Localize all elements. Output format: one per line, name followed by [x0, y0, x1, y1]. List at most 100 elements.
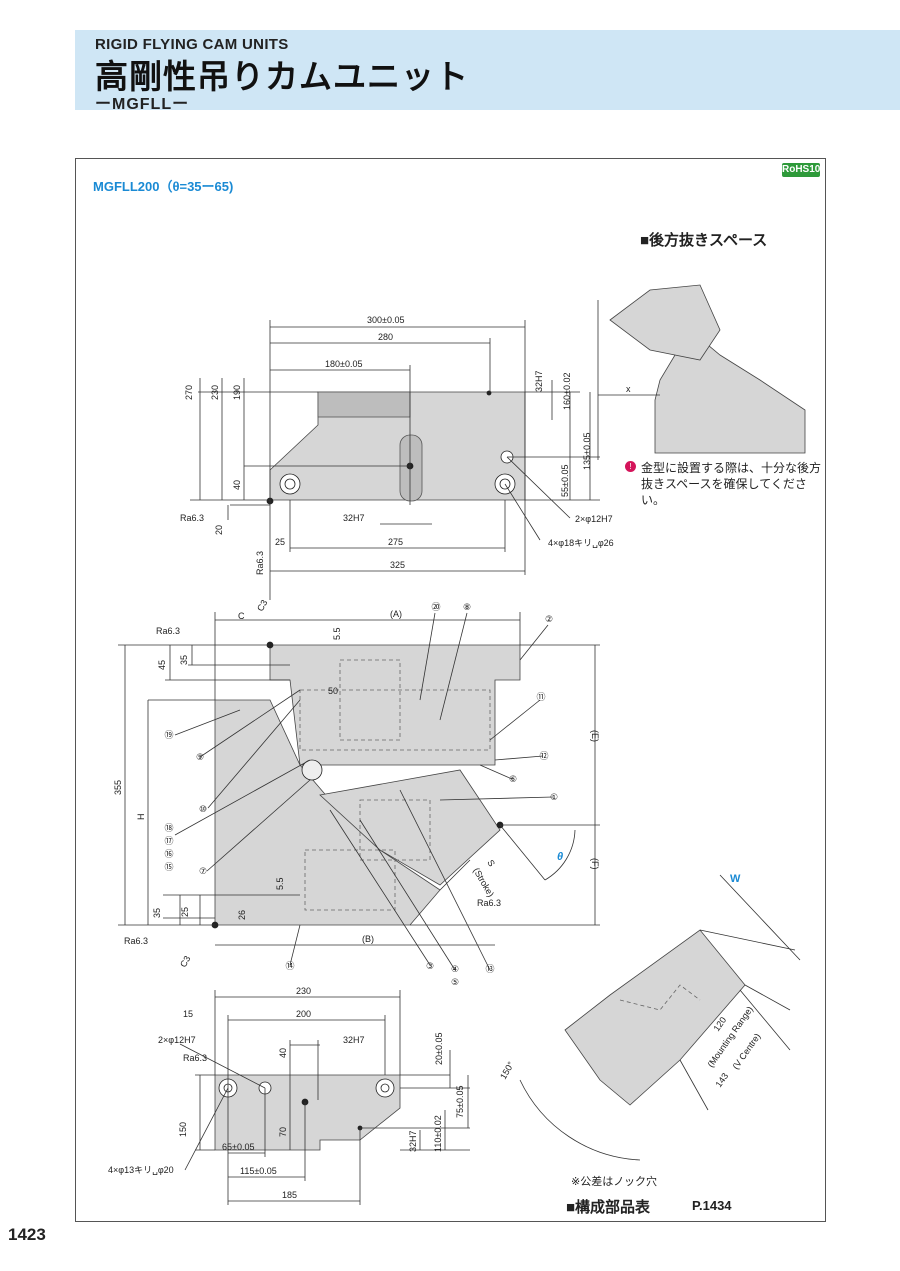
dim-bottom-5: 32H7 [343, 1035, 365, 1045]
dim-front-1: C3 [255, 598, 269, 613]
dim-front-0: C [238, 611, 245, 621]
balloon-17: ④ [451, 964, 459, 974]
caution-icon: ! [625, 461, 636, 472]
dim-front-17: 26 [237, 910, 247, 920]
dim-side-1: 150° [498, 1060, 516, 1081]
dim-front-19: C3 [178, 954, 192, 969]
dim-top-14: 32H7 [343, 513, 365, 523]
dim-top-17: 325 [390, 560, 405, 570]
balloon-13: ⑮ [164, 862, 173, 872]
dim-top-15: 25 [275, 537, 285, 547]
dim-bottom-6: 20±0.05 [434, 1033, 444, 1065]
dim-front-9: (E) [590, 730, 600, 742]
dim-front-15: 35 [152, 908, 162, 918]
dim-top-12: 2×φ12H7 [575, 514, 613, 524]
dim-front-11: S [485, 858, 497, 868]
balloon-11: ⑰ [164, 836, 173, 846]
dim-top-7: 20 [214, 525, 224, 535]
dim-top-0: 300±0.05 [367, 315, 404, 325]
rear-space-outline [609, 284, 806, 454]
dim-bottom-10: 75±0.05 [455, 1086, 465, 1118]
dim-bottom-1: 15 [183, 1009, 193, 1019]
dim-bottom-16: 185 [282, 1190, 297, 1200]
page-subtitle: RIGID FLYING CAM UNITS [95, 36, 289, 53]
dim-top-18: Ra6.3 [180, 513, 204, 523]
dim-front-22: Ra6.3 [477, 898, 501, 908]
page-number: 1423 [8, 1225, 46, 1244]
dim-top-16: 275 [388, 537, 403, 547]
balloon-4: ⑫ [539, 751, 548, 761]
balloon-2: ② [545, 614, 553, 624]
balloon-15: ⑭ [285, 961, 294, 971]
balloon-18: ⑤ [451, 977, 459, 987]
dim-top-11: 55±0.05 [560, 465, 570, 497]
bottom-view-outline [214, 1074, 401, 1151]
dim-top-8: 32H7 [534, 370, 544, 392]
dim-front-3: 5.5 [332, 627, 342, 640]
dim-front-13: θ [557, 851, 563, 863]
balloon-9: ⑩ [199, 804, 207, 814]
dim-bottom-7: Ra6.3 [183, 1053, 207, 1063]
balloon-6: ① [550, 792, 558, 802]
header-band [75, 30, 900, 110]
balloon-10: ⑱ [164, 823, 173, 833]
dim-bottom-3: 2×φ12H7 [158, 1035, 196, 1045]
dim-bottom-12: 110±0.02 [433, 1115, 443, 1152]
parts-table-label: ■構成部品表 [566, 1199, 651, 1216]
side-view-outline [564, 929, 746, 1106]
dim-bottom-8: 150 [178, 1122, 188, 1137]
dim-front-16: 25 [180, 907, 190, 917]
dim-bottom-9: 70 [278, 1127, 288, 1137]
balloon-1: ⑧ [463, 602, 471, 612]
dim-front-21: Ra6.3 [124, 936, 148, 946]
dim-front-18: (B) [362, 934, 374, 944]
dim-bottom-14: 115±0.05 [240, 1166, 277, 1176]
parts-table-ref-link[interactable]: P.1434 [692, 1198, 732, 1213]
balloon-14: ⑦ [199, 866, 207, 876]
tolerance-note: ※公差はノック穴 [571, 1176, 657, 1188]
balloon-5: ⑥ [509, 774, 517, 784]
dim-top-13: 4×φ18キリ␣φ26 [548, 538, 614, 548]
rear-space-title: ■後方抜きスペース [640, 232, 768, 249]
dim-front-2: (A) [390, 609, 402, 619]
balloon-16: ③ [426, 961, 434, 971]
dim-bottom-2: 200 [296, 1009, 311, 1019]
dim-bottom-11: 65±0.05 [222, 1142, 254, 1152]
dim-top-19: Ra6.3 [255, 551, 265, 575]
dim-front-20: Ra6.3 [156, 626, 180, 636]
drawing-frame [75, 158, 826, 1222]
balloon-12: ⑯ [164, 849, 173, 859]
dim-front-6: 50 [328, 686, 338, 696]
dim-side-0: W [730, 873, 741, 885]
dim-bottom-4: 40 [278, 1048, 288, 1058]
dim-bottom-13: 32H7 [408, 1130, 418, 1152]
dim-side-4: 143 [713, 1071, 730, 1089]
dim-bottom-15: 4×φ13キリ␣φ20 [108, 1165, 174, 1175]
balloon-8: ⑨ [196, 752, 204, 762]
dim-bottom-0: 230 [296, 986, 311, 996]
dim-front-8: H [136, 814, 146, 821]
rear-space-x-label: x [626, 384, 631, 394]
dim-top-6: 40 [232, 480, 242, 490]
dim-top-2: 180±0.05 [325, 359, 362, 369]
dim-top-10: 135±0.05 [582, 433, 592, 470]
dim-top-3: 270 [184, 385, 194, 400]
dim-front-5: 35 [179, 655, 189, 665]
front-view-outline [214, 644, 521, 926]
dim-front-10: (F) [590, 858, 600, 870]
balloon-19: ⑬ [485, 964, 494, 974]
page-title: 高剛性吊りカムユニット [95, 58, 469, 95]
section-title: MGFLL200（θ=35ー65) [93, 179, 234, 194]
balloon-7: ⑲ [164, 730, 173, 740]
dim-front-14: 5.5 [275, 877, 285, 890]
rohs-badge: RoHS10 [782, 163, 821, 177]
dim-top-4: 230 [210, 385, 220, 400]
rear-space-note: 金型に設置する際は、十分な後方抜きスペースを確保してください。 [641, 461, 822, 507]
dim-front-12: (Stroke) [471, 866, 496, 899]
dim-top-5: 190 [232, 385, 242, 400]
balloon-3: ⑪ [536, 692, 545, 702]
dim-front-7: 355 [113, 780, 123, 795]
balloon-0: ⑳ [431, 602, 440, 612]
model-code: ーMGFLLー [95, 96, 190, 113]
